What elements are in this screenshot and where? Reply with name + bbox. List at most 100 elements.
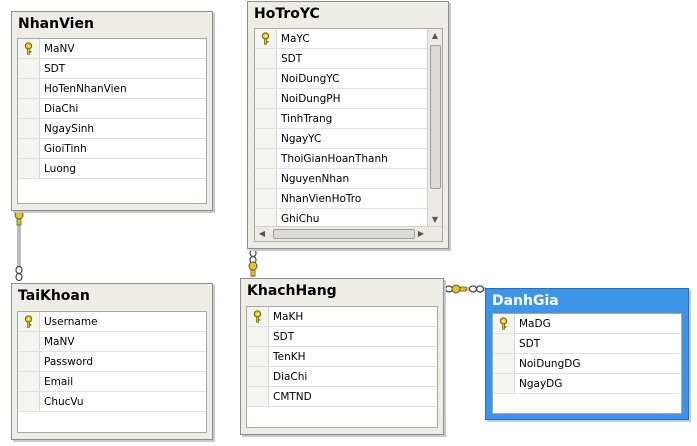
- column-name: Luong: [44, 162, 77, 175]
- scroll-right-icon[interactable]: ▶: [417, 229, 425, 238]
- vertical-scrollbar[interactable]: ▲▼: [427, 29, 442, 227]
- scroll-thumb[interactable]: [430, 45, 441, 189]
- column-row[interactable]: TenKH: [247, 347, 437, 367]
- row-selector: [18, 392, 40, 411]
- infinity-end-marker: [15, 265, 23, 282]
- column-row[interactable]: NgaySinh: [18, 119, 206, 139]
- column-name: Email: [44, 375, 74, 388]
- column-name: NoiDungYC: [281, 72, 340, 85]
- column-name: NgayYC: [281, 132, 322, 145]
- column-name: MaKH: [273, 310, 304, 323]
- column-row[interactable]: TinhTrang: [255, 109, 427, 129]
- column-name: HoTenNhanVien: [44, 82, 127, 95]
- column-name: NoiDungPH: [281, 92, 341, 105]
- primary-key-icon: [23, 315, 34, 328]
- column-row[interactable]: Username: [18, 312, 206, 332]
- table-title: NhanVien: [18, 16, 94, 32]
- infinity-end-marker: [249, 248, 257, 265]
- column-row[interactable]: Email: [18, 372, 206, 392]
- column-name: DiaChi: [44, 102, 79, 115]
- row-selector: [18, 332, 40, 351]
- table-hotroyc[interactable]: HoTroYC MaYC SDT NoiDungYC NoiDungPH TinhTra…: [247, 1, 449, 249]
- column-name: SDT: [273, 330, 295, 343]
- column-name: CMTND: [273, 390, 312, 403]
- column-row[interactable]: NgayDG: [493, 374, 681, 394]
- column-name: NgayDG: [519, 377, 563, 390]
- column-row[interactable]: MaNV: [18, 39, 206, 59]
- row-selector: [247, 387, 269, 406]
- column-name: SDT: [281, 52, 303, 65]
- column-row[interactable]: CMTND: [247, 387, 437, 407]
- scroll-left-icon[interactable]: ◀: [258, 229, 266, 238]
- column-name: Username: [44, 315, 98, 328]
- table-title: HoTroYC: [254, 6, 320, 22]
- column-name: NgaySinh: [44, 122, 95, 135]
- row-selector: [247, 347, 269, 366]
- infinity-end-marker: [444, 285, 454, 293]
- column-row[interactable]: SDT: [247, 327, 437, 347]
- column-row[interactable]: MaDG: [493, 314, 681, 334]
- column-row[interactable]: NoiDungYC: [255, 69, 427, 89]
- column-row[interactable]: NoiDungPH: [255, 89, 427, 109]
- column-row[interactable]: MaYC: [255, 29, 427, 49]
- row-selector: [255, 109, 277, 128]
- column-row[interactable]: Password: [18, 352, 206, 372]
- column-row[interactable]: SDT: [18, 59, 206, 79]
- scroll-down-icon[interactable]: ▼: [431, 215, 439, 224]
- table-title: TaiKhoan: [18, 288, 90, 304]
- column-name: DiaChi: [273, 370, 308, 383]
- column-row[interactable]: SDT: [255, 49, 427, 69]
- column-row[interactable]: Luong: [18, 159, 206, 179]
- row-selector: [18, 59, 40, 78]
- column-name: SDT: [44, 62, 66, 75]
- key-end-marker: [248, 261, 258, 277]
- column-row[interactable]: NguyenNhan: [255, 169, 427, 189]
- column-name: ChucVu: [44, 395, 84, 408]
- column-row[interactable]: MaKH: [247, 307, 437, 327]
- row-selector: [255, 169, 277, 188]
- column-name: TinhTrang: [281, 112, 333, 125]
- row-selector: [18, 372, 40, 391]
- column-row[interactable]: SDT: [493, 334, 681, 354]
- row-selector: [255, 89, 277, 108]
- horizontal-scrollbar[interactable]: ◀▶: [255, 226, 442, 241]
- row-selector: [247, 307, 269, 326]
- row-selector: [255, 49, 277, 68]
- column-row[interactable]: ThoiGianHoanThanh: [255, 149, 427, 169]
- column-row[interactable]: ChucVu: [18, 392, 206, 412]
- row-selector: [255, 29, 277, 48]
- column-row[interactable]: DiaChi: [247, 367, 437, 387]
- column-row[interactable]: NoiDungDG: [493, 354, 681, 374]
- primary-key-icon: [23, 42, 34, 55]
- row-selector: [493, 354, 515, 373]
- row-selector: [18, 352, 40, 371]
- row-selector: [493, 374, 515, 393]
- column-row[interactable]: GioiTinh: [18, 139, 206, 159]
- column-row[interactable]: NhanVienHoTro: [255, 189, 427, 209]
- column-name: GioiTinh: [44, 142, 87, 155]
- column-name: MaNV: [44, 335, 75, 348]
- column-name: GhiChu: [281, 212, 320, 225]
- column-row[interactable]: MaNV: [18, 332, 206, 352]
- row-selector: [18, 139, 40, 158]
- scroll-thumb[interactable]: [273, 229, 415, 239]
- row-selector: [255, 209, 277, 228]
- key-end-marker: [451, 284, 467, 294]
- table-title: KhachHang: [247, 283, 337, 299]
- column-row[interactable]: NgayYC: [255, 129, 427, 149]
- primary-key-icon: [252, 310, 263, 323]
- column-name: MaNV: [44, 42, 75, 55]
- column-name: NguyenNhan: [281, 172, 350, 185]
- column-row[interactable]: DiaChi: [18, 99, 206, 119]
- scroll-up-icon[interactable]: ▲: [431, 31, 439, 40]
- column-row[interactable]: HoTenNhanVien: [18, 79, 206, 99]
